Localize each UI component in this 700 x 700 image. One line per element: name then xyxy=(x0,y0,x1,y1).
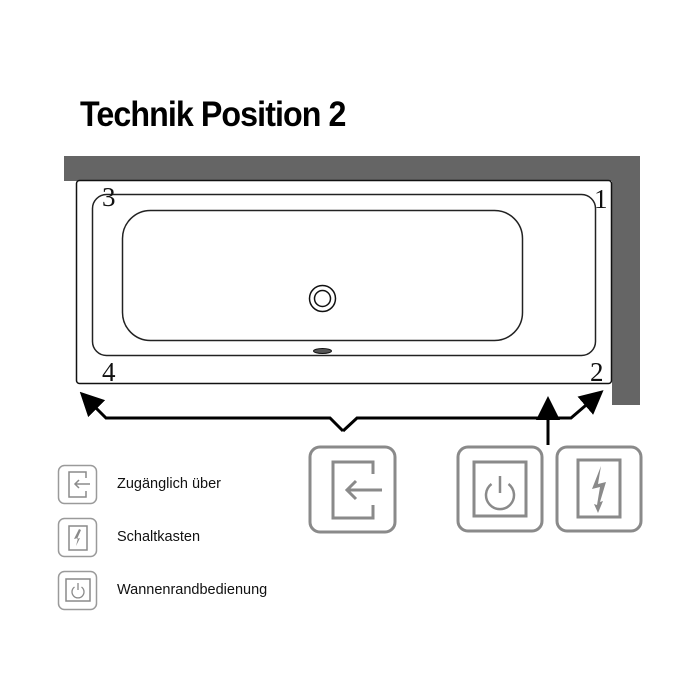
power-icon-frame xyxy=(472,460,528,518)
door-enter-icon xyxy=(68,471,90,498)
lightning-icon-frame xyxy=(576,458,622,519)
page-title: Technik Position 2 xyxy=(80,95,346,134)
overflow-icon xyxy=(313,348,332,354)
lightning-icon xyxy=(592,466,606,513)
legend-label-rim-control: Wannenrandbedienung xyxy=(117,582,268,598)
indicator-access xyxy=(308,445,397,534)
power-icon xyxy=(484,476,516,511)
wall xyxy=(64,156,640,405)
power-icon xyxy=(71,583,85,599)
corner-label-4: 4 xyxy=(102,357,116,387)
legend-icon-rim-control xyxy=(57,570,98,611)
access-arrow-bracket xyxy=(79,390,604,433)
corner-label-1: 1 xyxy=(594,184,608,214)
tub-outer-outline xyxy=(75,179,613,385)
legend-label-access: Zugänglich über xyxy=(117,476,221,492)
tub-rim xyxy=(91,193,597,357)
indicator-switch-box xyxy=(555,445,643,533)
legend-icon-switch-box xyxy=(57,517,98,558)
corner-label-3: 3 xyxy=(102,182,116,212)
legend-icon-access xyxy=(57,464,98,505)
access-arrow-left xyxy=(79,391,345,433)
door-enter-icon xyxy=(331,460,382,520)
lightning-icon xyxy=(74,529,81,546)
wall-top xyxy=(64,156,640,181)
tub-basin xyxy=(121,209,524,342)
corner-label-2: 2 xyxy=(590,357,604,387)
indicator-rim-control xyxy=(456,445,544,533)
legend-label-switch-box: Schaltkasten xyxy=(117,529,201,545)
wall-right xyxy=(612,156,640,405)
drain-icon xyxy=(308,284,337,313)
access-arrow-right xyxy=(341,390,604,433)
